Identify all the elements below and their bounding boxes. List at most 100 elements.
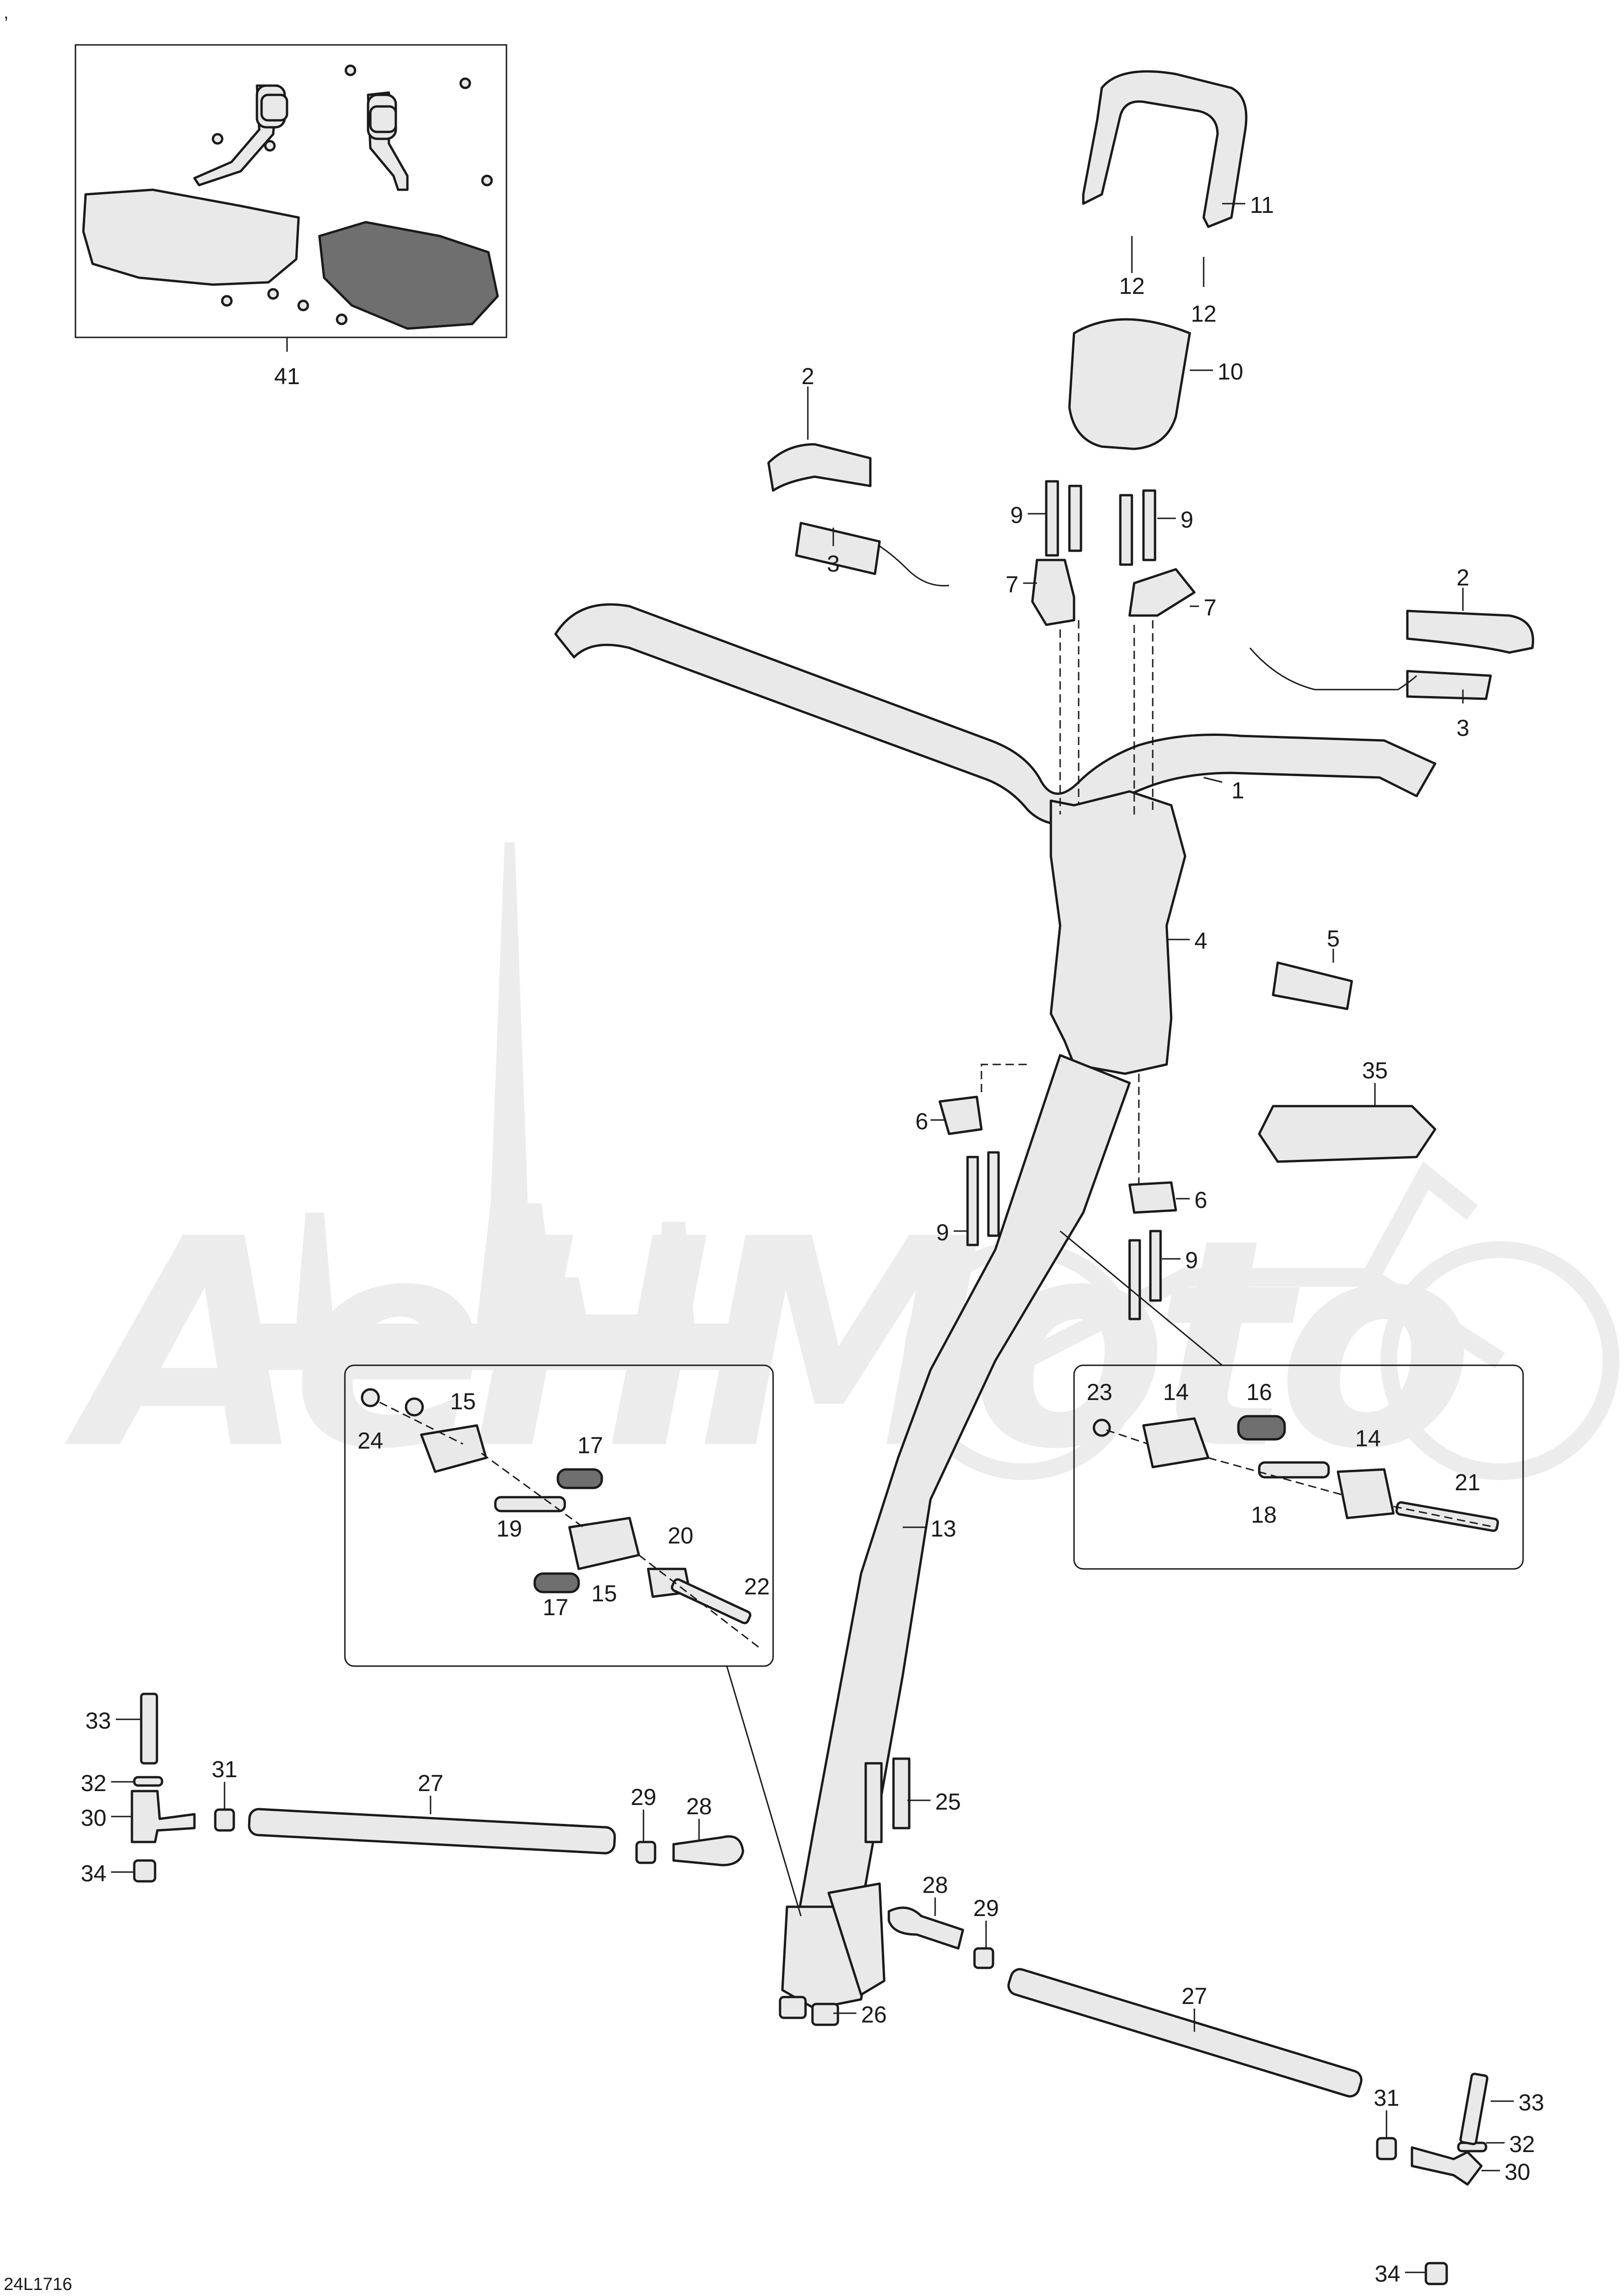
washer-32-left <box>133 1776 163 1787</box>
switch-clip <box>1272 961 1353 1010</box>
callout-29b: 29 <box>973 1895 999 1921</box>
callout-18: 18 <box>1251 1502 1277 1528</box>
callout-21: 21 <box>1455 1469 1480 1495</box>
callout-9d: 9 <box>1185 1247 1198 1273</box>
callout-22: 22 <box>744 1574 770 1599</box>
throttle-cable-left <box>879 545 949 587</box>
handguard-spacer-right <box>369 105 397 133</box>
screw <box>297 299 309 311</box>
tie-rod-left <box>248 1808 616 1854</box>
callout-2b: 2 <box>1456 565 1469 591</box>
callout-34b: 34 <box>1374 2261 1400 2287</box>
bolt <box>1128 1239 1141 1320</box>
inset-pivot-right <box>1073 1364 1524 1570</box>
callout-14a: 14 <box>1163 1379 1189 1405</box>
bolt <box>966 1156 979 1246</box>
callout-6a: 6 <box>915 1108 928 1134</box>
handlebar-crossbar-guard <box>1082 70 1248 228</box>
sleeve <box>1258 1461 1330 1479</box>
heat-shield-plate <box>1258 1105 1437 1163</box>
inset-left-axis <box>379 1401 760 1649</box>
screw <box>212 133 224 145</box>
callout-34a: 34 <box>81 1860 106 1886</box>
clamp-upper-left <box>1031 559 1075 626</box>
clamp-upper-right <box>1128 568 1196 617</box>
callout-11: 11 <box>1250 192 1274 218</box>
callout-30a: 30 <box>81 1805 106 1831</box>
inset-right-axis <box>1106 1429 1496 1528</box>
assembly-axis-lines <box>981 620 1154 1185</box>
leader-lines <box>111 203 1514 2273</box>
nut-31-left <box>214 1808 235 1832</box>
pivot-bolt <box>671 1578 752 1624</box>
connector-inset-right <box>1060 1230 1223 1366</box>
rod-end-28-right <box>887 1906 964 1950</box>
bolt <box>1149 1230 1162 1302</box>
callout-12b: 12 <box>1191 301 1217 327</box>
callout-15b: 15 <box>591 1580 617 1606</box>
corner-mark: , <box>4 3 9 23</box>
callout-12a: 12 <box>1119 273 1145 299</box>
callout-30b: 30 <box>1505 2159 1530 2185</box>
pivot-block-upper <box>420 1424 487 1473</box>
rod-end-30-left <box>131 1790 196 1843</box>
tie-rod-left-assembly <box>131 1692 744 1883</box>
callout-9b: 9 <box>1181 507 1193 533</box>
screw <box>481 174 493 187</box>
grip-left-upper <box>767 443 872 492</box>
nut-34-left <box>133 1859 156 1883</box>
inset-right-frame <box>1073 1364 1524 1570</box>
watermark-wordmark: AeHMoto <box>61 1178 1466 1512</box>
callout-3b: 3 <box>1456 715 1469 741</box>
screw <box>221 295 233 307</box>
pivot-block-lower <box>568 1517 640 1570</box>
callout-5: 5 <box>1327 926 1340 952</box>
bolt <box>1142 489 1156 561</box>
screw <box>267 288 279 300</box>
nut-29-left <box>635 1841 656 1864</box>
callout-1: 1 <box>1231 778 1244 803</box>
bushing <box>533 1572 580 1593</box>
callout-31b: 31 <box>1374 2085 1399 2111</box>
callout-14b: 14 <box>1355 1425 1381 1451</box>
clamp-lower-left <box>938 1095 983 1135</box>
nut <box>361 1388 380 1407</box>
screw <box>459 77 471 89</box>
clamp-lower-right <box>1128 1181 1177 1214</box>
nut <box>779 1996 807 2019</box>
nut-34-right <box>1424 2262 1448 2285</box>
inset-pivot-left <box>344 1364 774 1667</box>
callout-25: 25 <box>935 1789 961 1815</box>
bushing <box>1237 1415 1286 1441</box>
callout-10: 10 <box>1218 359 1243 385</box>
nut <box>811 2003 839 2026</box>
watermark: AeHMoto <box>61 842 1619 1512</box>
handlebar <box>554 603 1437 826</box>
grip-right-lower <box>1406 670 1492 700</box>
steering-column <box>779 1054 1131 2026</box>
bolt <box>892 1757 911 1829</box>
handguard-right <box>318 221 499 330</box>
callout-17a: 17 <box>577 1432 603 1458</box>
throttle-cable-right <box>1249 647 1418 691</box>
callout-29a: 29 <box>631 1784 656 1810</box>
callout-13: 13 <box>931 1516 956 1542</box>
tie-rod-right-assembly <box>887 1906 1489 2285</box>
inset-handguard-kit: 41 <box>75 44 507 389</box>
sleeve <box>494 1496 566 1512</box>
watermark-wheel-right <box>1380 1241 1619 1480</box>
screw <box>264 140 276 152</box>
column-bracket <box>827 1882 886 1996</box>
callout-7a: 7 <box>1006 572 1018 597</box>
clamp-bolts-lower <box>966 1151 1162 1320</box>
screw <box>344 64 356 76</box>
callout-41: 41 <box>274 363 300 389</box>
callout-23: 23 <box>1087 1379 1112 1405</box>
handguard-screws <box>212 64 493 325</box>
tie-rod-right <box>1007 1968 1363 2098</box>
nut <box>1093 1419 1111 1437</box>
callout-26: 26 <box>861 2002 887 2028</box>
nut <box>405 1397 424 1417</box>
callout-32b: 32 <box>1509 2131 1535 2157</box>
bushing <box>556 1468 603 1489</box>
